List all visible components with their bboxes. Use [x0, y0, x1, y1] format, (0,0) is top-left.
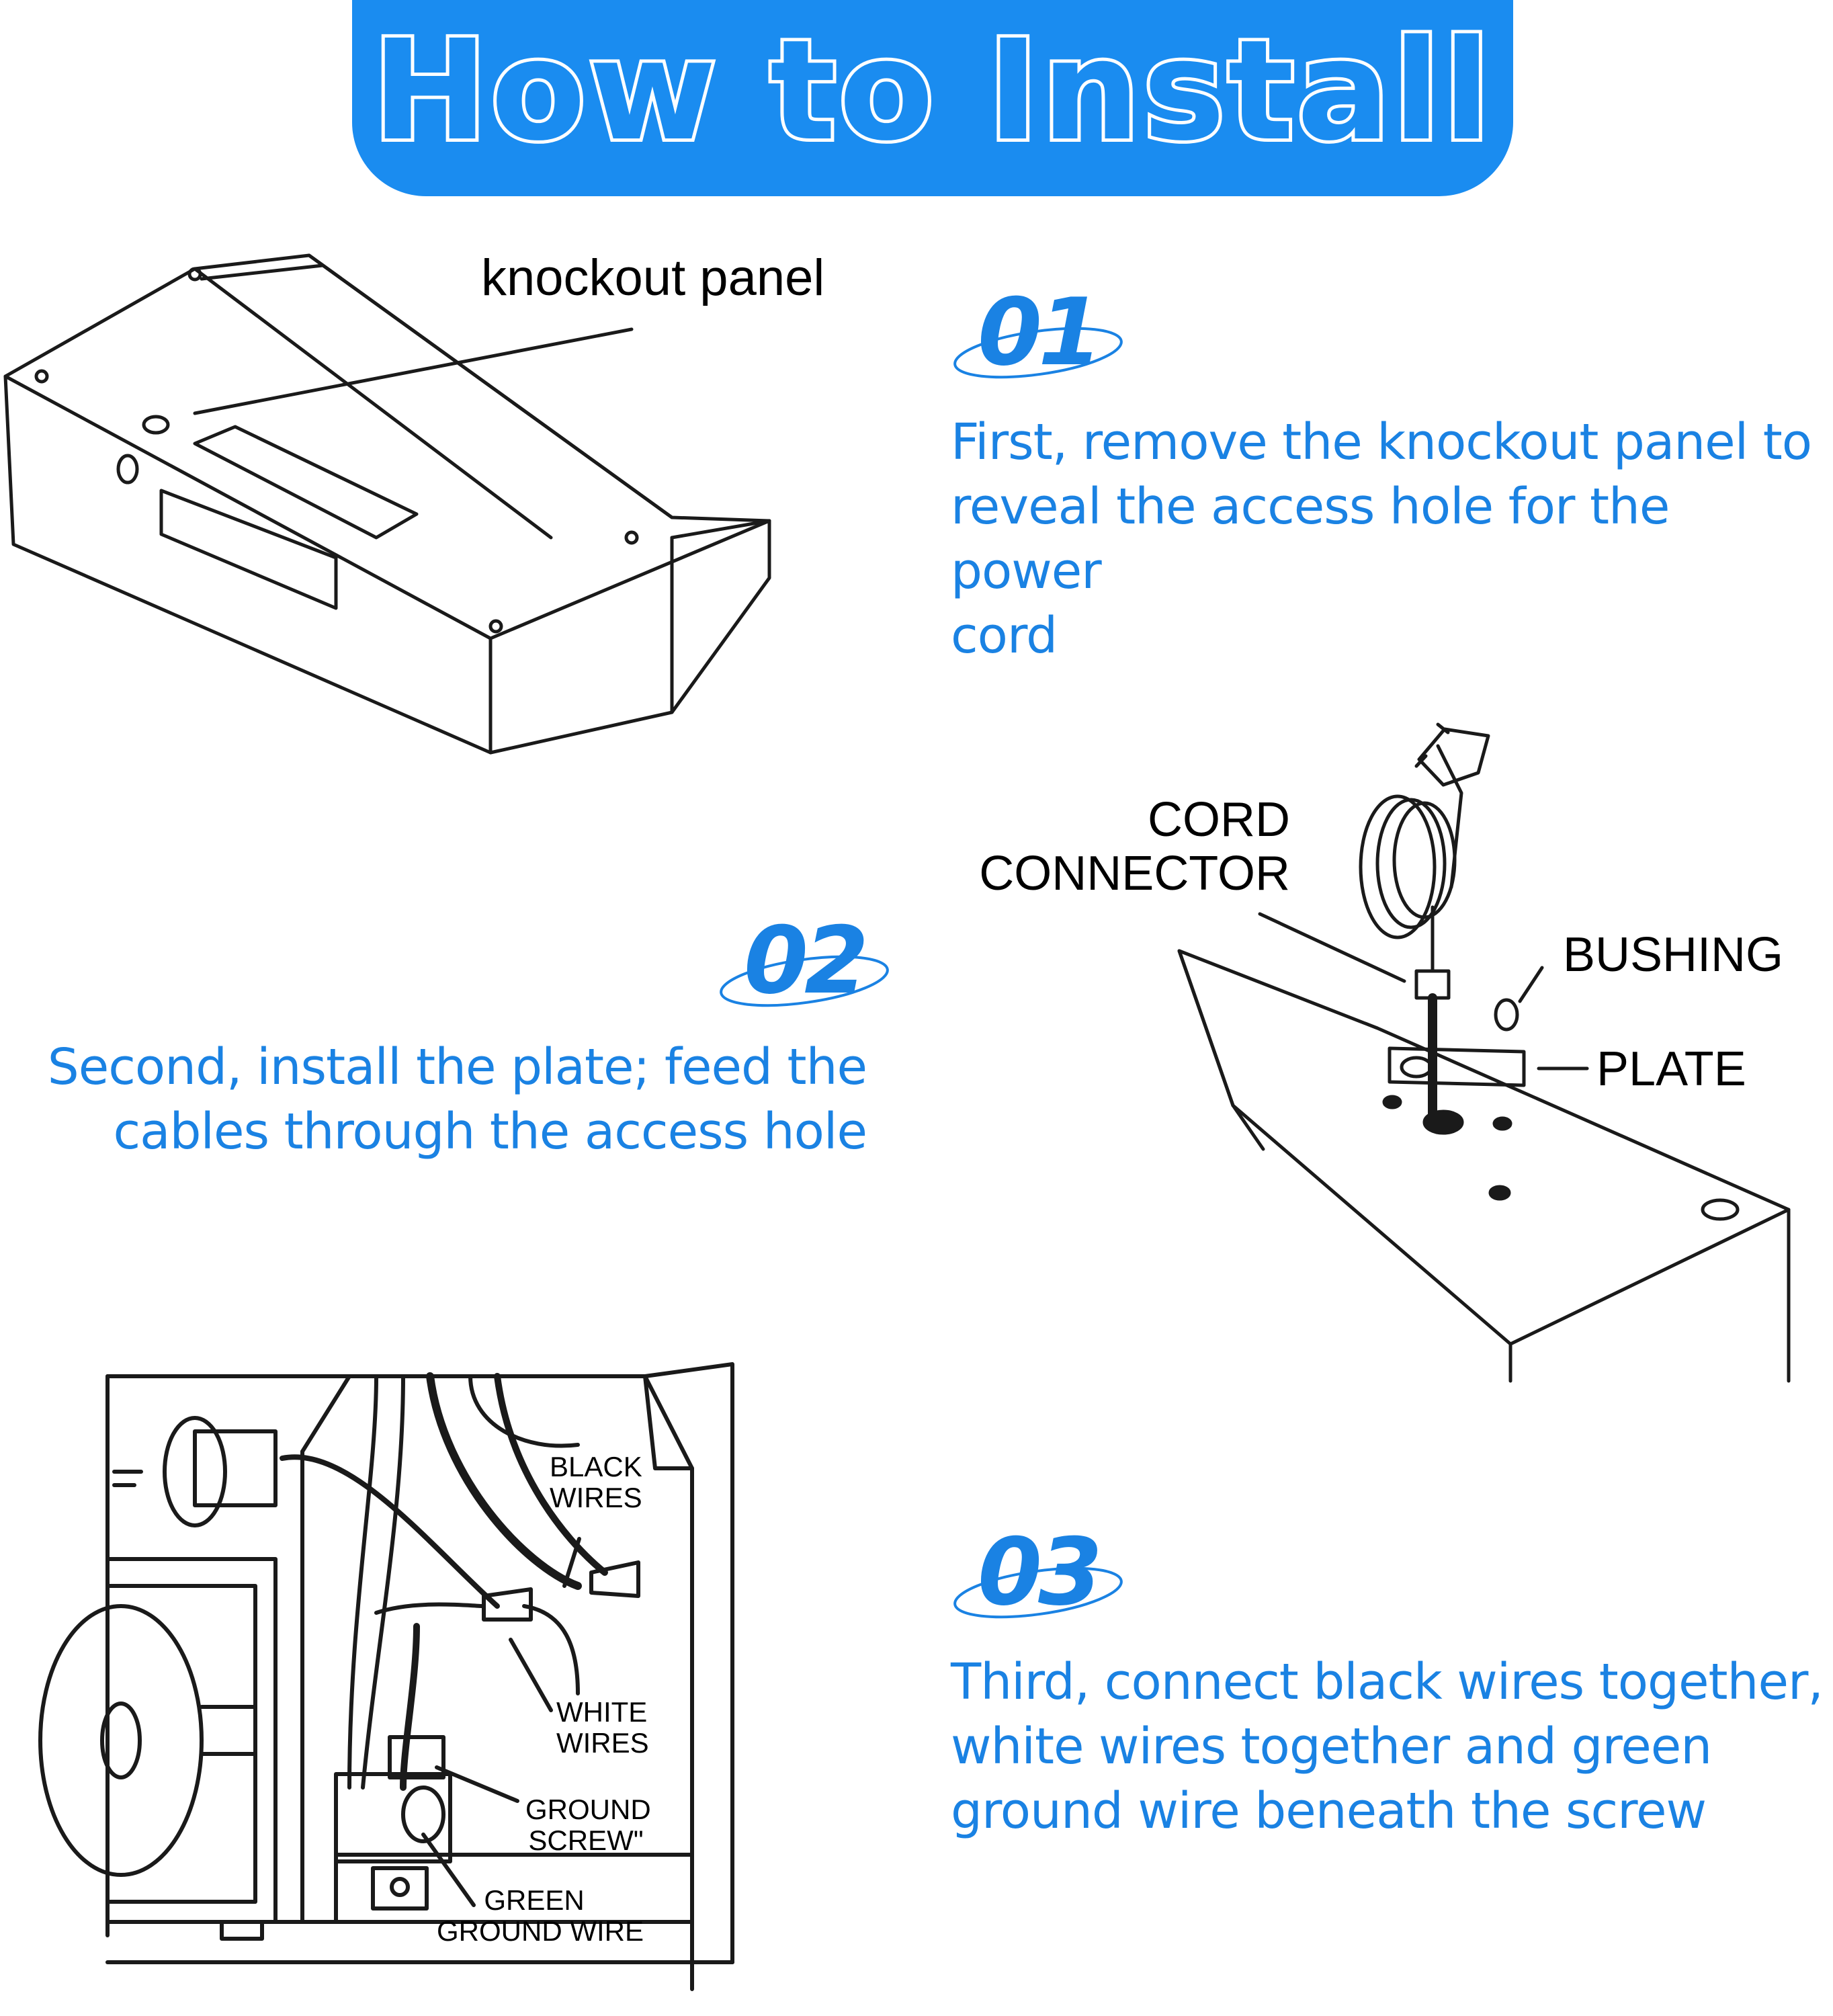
header-banner: How to Install: [352, 0, 1513, 196]
orbit-icon: [953, 327, 1123, 379]
black-wires-label: BLACK WIRES: [550, 1451, 642, 1513]
step-1-text: First, remove the knockout panel to reve…: [951, 413, 1812, 665]
page-title: How to Install: [369, 7, 1494, 175]
cord-connector-label: CORD CONNECTOR: [979, 793, 1290, 900]
step-3-badge: 03: [947, 1522, 1129, 1623]
knockout-panel-label: knockout panel: [481, 249, 825, 306]
plate-label: PLATE: [1596, 1042, 1746, 1096]
orbit-icon: [720, 955, 889, 1007]
step-3-text: Third, connect black wires together, whi…: [951, 1653, 1824, 1840]
white-wires-label: WHITE WIRES: [556, 1696, 649, 1759]
step-2-text: Second, install the plate; feed the cabl…: [47, 1038, 867, 1161]
ground-screw-label: GROUND SCREW": [525, 1794, 651, 1856]
step-1-badge: 01: [947, 282, 1129, 383]
step-2-badge: 02: [714, 911, 895, 1011]
green-ground-wire-label: GREEN GROUND WIRE: [437, 1884, 644, 1947]
orbit-icon: [953, 1566, 1123, 1619]
bushing-label: BUSHING: [1563, 928, 1784, 982]
